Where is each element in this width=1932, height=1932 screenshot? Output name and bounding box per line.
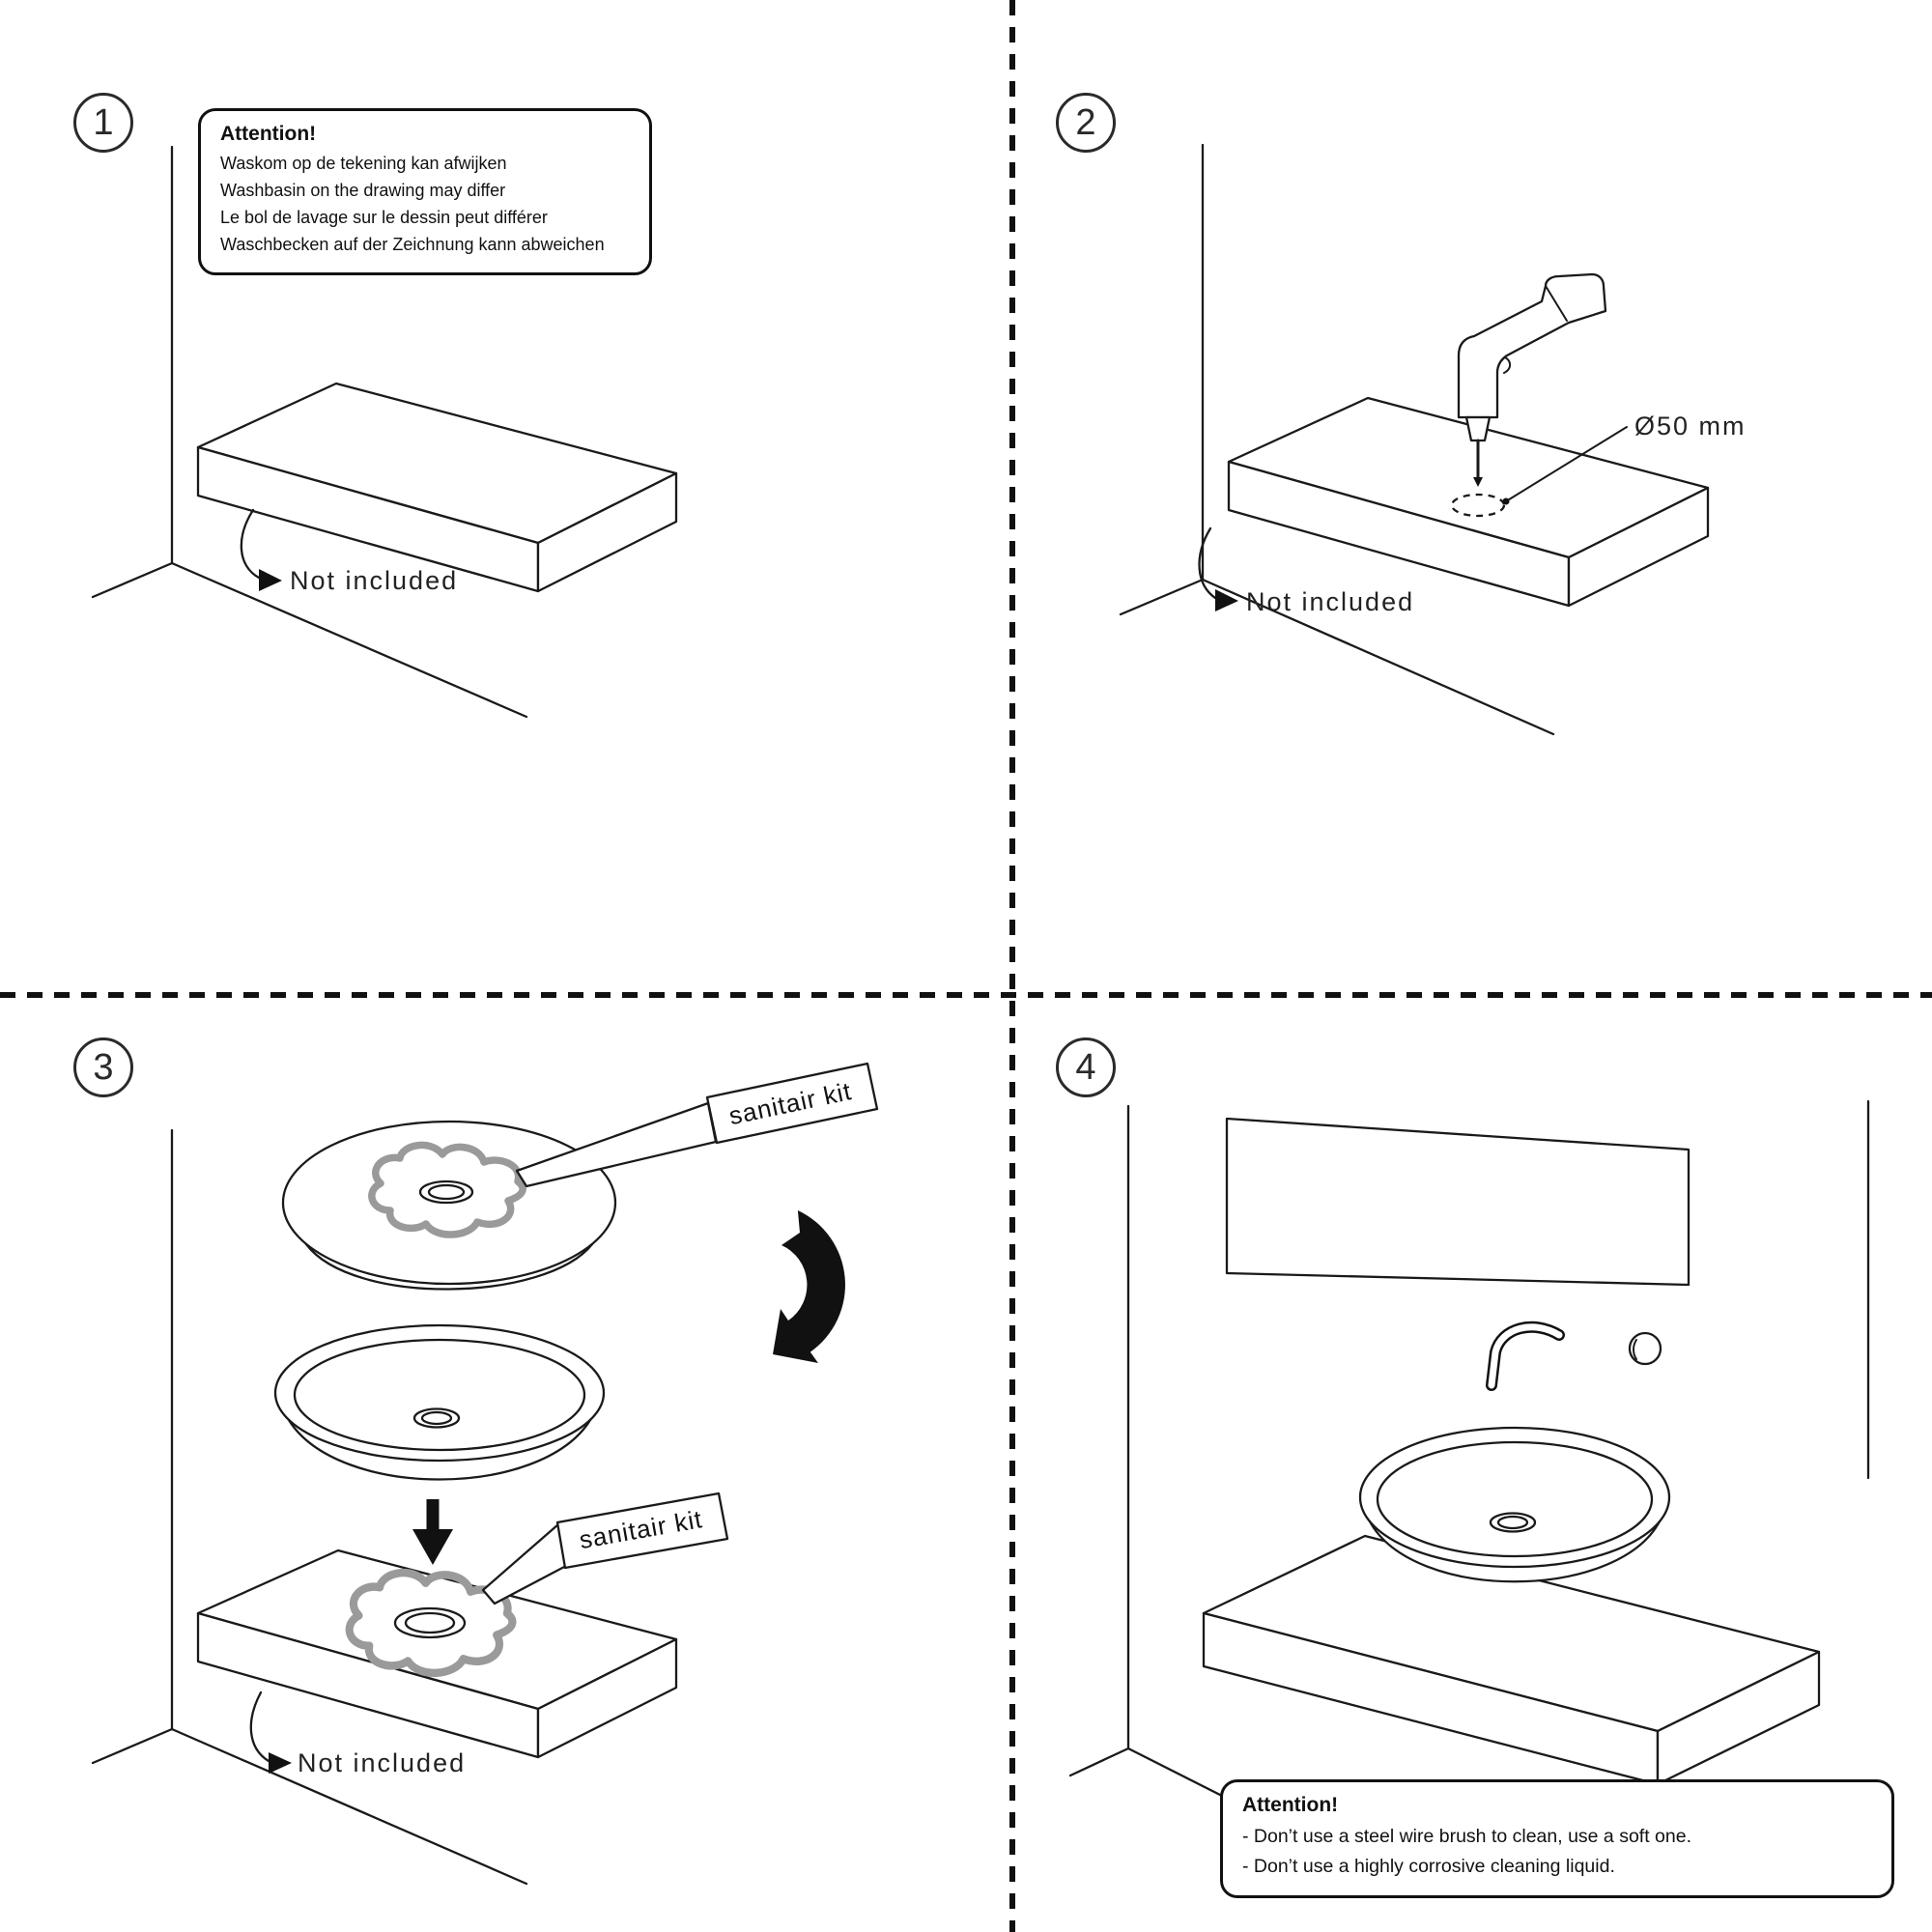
faucet-drawing <box>1486 1321 1662 1391</box>
curved-arrow <box>1198 526 1217 600</box>
step-1-number-badge: 1 <box>73 93 133 153</box>
mirror-drawing <box>1225 1117 1690 1287</box>
step-2-illustration: Ø50 mm Not included <box>1119 143 1747 736</box>
drill-body <box>1457 272 1607 419</box>
step-number: 3 <box>93 1046 114 1088</box>
basin-inner-rim <box>293 1338 586 1452</box>
drain-hole-inner <box>427 1183 466 1201</box>
vertical-dashed-divider <box>1009 0 1015 1932</box>
attention-line-2: - Don’t use a highly corrosive cleaning … <box>1242 1856 1615 1878</box>
leader-line <box>1505 426 1628 502</box>
attention-title: Attention! <box>1242 1794 1339 1816</box>
attention-box-step-4: Attention! - Don’t use a steel wire brus… <box>1220 1779 1894 1899</box>
countertop-drawing <box>196 382 678 593</box>
sealant-tube-top: sanitair kit <box>515 1062 879 1188</box>
tube-label-box <box>705 1062 879 1145</box>
drill-trigger <box>1503 356 1512 374</box>
rotate-arrow-icon <box>773 1210 845 1363</box>
step-4-illustration <box>1068 1099 1870 1839</box>
faucet-knob <box>1628 1331 1662 1366</box>
drill-drawing <box>1457 272 1607 487</box>
wall-corner-lines <box>1119 143 1555 736</box>
countertop-drawing <box>196 1548 678 1759</box>
washbasin-top-drawing <box>273 1323 606 1481</box>
attention-line-fr: Le bol de lavage sur le dessin peut diff… <box>220 207 548 227</box>
step-1-panel: Not included 1 Attention! Waskom op de t… <box>0 0 1012 995</box>
not-included-label: Not included <box>298 1748 466 1777</box>
wall-corner-lines <box>91 145 528 719</box>
drill-hole-marking <box>1450 493 1506 518</box>
attention-line-en: Washbasin on the drawing may differ <box>220 180 506 200</box>
step-3-illustration: sanitair kit Not included sanitair kit <box>91 1062 879 1886</box>
countertop-drawing <box>1202 1534 1821 1786</box>
basin-bowl-curve <box>287 1418 592 1481</box>
drill-bit-tip <box>1473 477 1483 487</box>
arrowhead-icon <box>269 1752 292 1774</box>
attention-line-de: Waschbecken auf der Zeichnung kann abwei… <box>220 234 605 254</box>
not-included-label: Not included <box>1246 587 1414 616</box>
sealant-bead-on-countertop <box>345 1568 517 1677</box>
step-2-panel: Ø50 mm Not included 2 <box>1012 0 1932 995</box>
drain-inner <box>420 1410 453 1426</box>
attention-line-nl: Waskom op de tekening kan afwijken <box>220 154 507 173</box>
countertop-drawing <box>1227 396 1710 608</box>
step-3-panel: sanitair kit Not included sanitair kit <box>0 995 1012 1932</box>
attention-title: Attention! <box>220 123 317 145</box>
drain-inner <box>1496 1515 1529 1530</box>
faucet-knob-shading <box>1633 1339 1637 1360</box>
hole-diameter-label: Ø50 mm <box>1634 412 1747 440</box>
tube-label-box <box>555 1492 729 1570</box>
hole-diameter-callout: Ø50 mm <box>1502 412 1747 505</box>
wall-corner-lines <box>91 1128 528 1886</box>
sealant-tube-bottom: sanitair kit <box>481 1492 729 1605</box>
step-4-panel: 4 Attention! - Don’t use a steel wire br… <box>1012 995 1932 1932</box>
step-3-number-badge: 3 <box>73 1037 133 1097</box>
tube-nozzle <box>481 1522 568 1605</box>
step-4-number-badge: 4 <box>1056 1037 1116 1097</box>
step-2-number-badge: 2 <box>1056 93 1116 153</box>
basin-inner-rim <box>1376 1440 1654 1558</box>
step-1-illustration: Not included <box>91 145 678 719</box>
drilled-hole-inner <box>404 1611 456 1634</box>
washbasin-drawing <box>1358 1426 1671 1583</box>
drill-chuck <box>1464 415 1492 442</box>
curved-arrow <box>240 508 261 580</box>
basin-bowl-curve <box>1368 1520 1662 1583</box>
drill-battery-line <box>1545 285 1568 322</box>
basin-underside-curve <box>304 1242 594 1291</box>
sealant-bead-on-basin <box>368 1141 526 1238</box>
horizontal-dashed-divider <box>0 992 1932 998</box>
not-included-label: Not included <box>290 566 458 595</box>
not-included-callout: Not included <box>249 1690 466 1777</box>
faucet-spout-fill <box>1488 1323 1563 1389</box>
arrowhead-icon <box>1215 589 1238 611</box>
arrowhead-icon <box>259 569 282 591</box>
washbasin-underside-drawing <box>281 1120 617 1291</box>
attention-line-1: - Don’t use a steel wire brush to clean,… <box>1242 1826 1692 1847</box>
place-down-arrow-icon <box>412 1499 453 1565</box>
leader-dot <box>1502 497 1510 505</box>
not-included-callout: Not included <box>1198 526 1414 616</box>
step-number: 2 <box>1075 101 1096 143</box>
attention-box-step-1: Attention! Waskom op de tekening kan afw… <box>198 108 652 275</box>
step-number: 1 <box>93 101 114 143</box>
curved-arrow <box>249 1690 270 1763</box>
step-number: 4 <box>1075 1046 1096 1088</box>
not-included-callout: Not included <box>240 508 458 595</box>
